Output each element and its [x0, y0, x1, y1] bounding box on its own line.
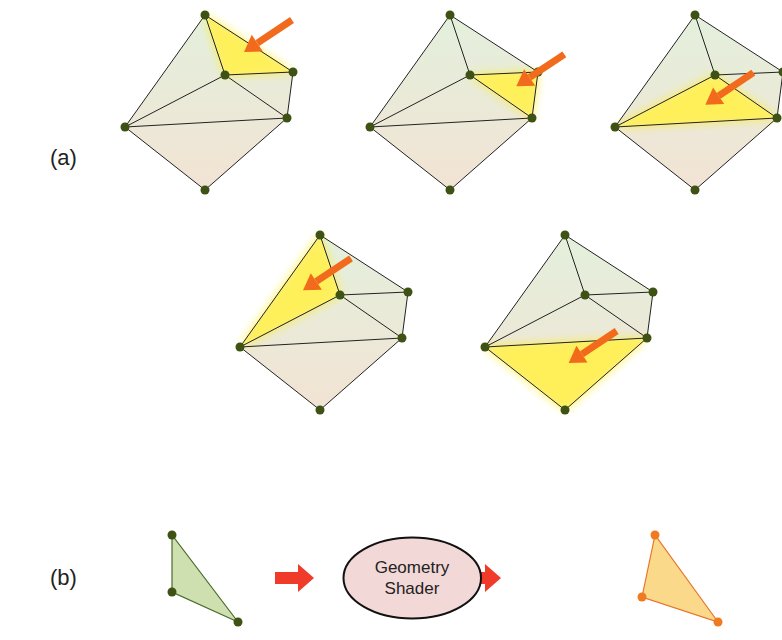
mesh: [121, 11, 298, 195]
mesh: [236, 231, 413, 415]
mesh: [481, 231, 658, 415]
output-triangle: [638, 531, 723, 627]
mesh: [611, 11, 782, 195]
input-triangle: [168, 531, 243, 627]
mesh: [366, 11, 565, 195]
node-label: Geometry Shader: [367, 557, 457, 600]
ellipse-outline: [342, 536, 483, 620]
part-label: (b): [50, 565, 77, 591]
shader-ellipse: Geometry Shader: [342, 536, 483, 620]
part-label: (a): [50, 145, 77, 171]
